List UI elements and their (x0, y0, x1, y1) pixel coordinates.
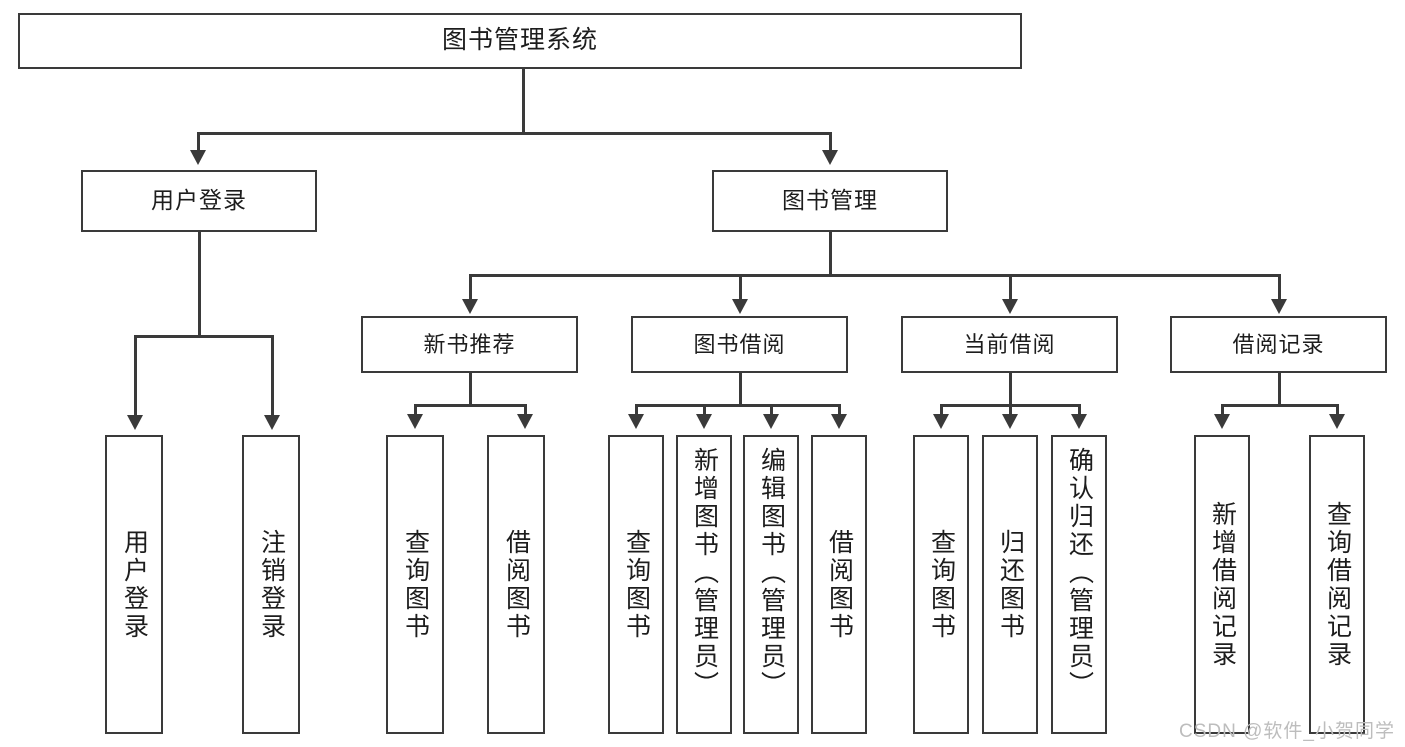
connector-newbook-l1 (414, 404, 417, 416)
leaf-currentborrow-confirm-return[interactable]: 确认归还（管理员） (1051, 435, 1107, 734)
node-label: 借阅图书 (825, 528, 854, 641)
arrow-login-leaf2 (264, 415, 280, 430)
leaf-bookborrow-query-book[interactable]: 查询图书 (608, 435, 664, 734)
arrow-newbook-l2 (517, 414, 533, 429)
leaf-bookborrow-borrow-book[interactable]: 借阅图书 (811, 435, 867, 734)
leaf-newbook-query-book[interactable]: 查询图书 (386, 435, 444, 734)
arrow-bookborrow-l1 (628, 414, 644, 429)
node-current-borrow[interactable]: 当前借阅 (901, 316, 1118, 373)
connector-currentborrow-l3 (1078, 404, 1081, 416)
connector-currentborrow-stem (1009, 373, 1012, 406)
arrow-bookmgr-c4 (1271, 299, 1287, 314)
arrow-bookmgr-c3 (1002, 299, 1018, 314)
connector-newbook-bar (414, 404, 524, 407)
connector-bookmgr-c4 (1278, 274, 1281, 301)
arrow-bookborrow-l2 (696, 414, 712, 429)
connector-bookmgr-c3 (1009, 274, 1012, 301)
leaf-borrowrecord-query-record[interactable]: 查询借阅记录 (1309, 435, 1365, 734)
leaf-borrowrecord-add-record[interactable]: 新增借阅记录 (1194, 435, 1250, 734)
connector-bookborrow-bar (635, 404, 839, 407)
node-user-login[interactable]: 用户登录 (81, 170, 317, 232)
arrow-borrowrecord-l1 (1214, 414, 1230, 429)
node-book-borrow[interactable]: 图书借阅 (631, 316, 848, 373)
node-label: 新书推荐 (423, 331, 516, 357)
connector-bookborrow-l2 (703, 404, 706, 416)
leaf-logout[interactable]: 注销登录 (242, 435, 300, 734)
connector-currentborrow-l1 (940, 404, 943, 416)
arrow-borrowrecord-l2 (1329, 414, 1345, 429)
connector-currentborrow-l2 (1009, 404, 1012, 416)
connector-root-to-bookmgr (829, 132, 832, 152)
node-label: 查询借阅记录 (1323, 500, 1352, 669)
connector-bookborrow-l4 (838, 404, 841, 416)
node-label: 查询图书 (927, 528, 956, 641)
arrow-root-to-bookmgr (822, 150, 838, 165)
node-label: 新增借阅记录 (1208, 500, 1237, 669)
arrow-bookmgr-c1 (462, 299, 478, 314)
node-label: 注销登录 (257, 528, 286, 641)
connector-borrowrecord-bar (1221, 404, 1338, 407)
leaf-user-login[interactable]: 用户登录 (105, 435, 163, 734)
connector-root-to-login (197, 132, 200, 152)
connector-root-bar (197, 132, 831, 135)
leaf-currentborrow-query-book[interactable]: 查询图书 (913, 435, 969, 734)
node-label: 图书管理 (782, 187, 878, 214)
node-book-management[interactable]: 图书管理 (712, 170, 948, 232)
node-label: 确认归还（管理员） (1065, 447, 1094, 699)
node-root-system[interactable]: 图书管理系统 (18, 13, 1022, 69)
connector-bookmgr-stem (829, 232, 832, 276)
leaf-bookborrow-edit-book[interactable]: 编辑图书（管理员） (743, 435, 799, 734)
connector-bookborrow-l3 (770, 404, 773, 416)
arrow-bookborrow-l3 (763, 414, 779, 429)
arrow-currentborrow-l3 (1071, 414, 1087, 429)
node-label: 借阅图书 (502, 528, 531, 641)
leaf-currentborrow-return-book[interactable]: 归还图书 (982, 435, 1038, 734)
node-label: 图书借阅 (693, 331, 786, 357)
node-label: 查询图书 (622, 528, 651, 641)
node-label: 查询图书 (401, 528, 430, 641)
node-label: 编辑图书（管理员） (757, 447, 786, 699)
arrow-currentborrow-l1 (933, 414, 949, 429)
node-label: 新增图书（管理员） (690, 447, 719, 699)
connector-bookborrow-stem (739, 373, 742, 406)
node-label: 用户登录 (120, 528, 149, 641)
connector-bookmgr-c1 (469, 274, 472, 301)
connector-bookmgr-c2 (739, 274, 742, 301)
node-label: 借阅记录 (1232, 331, 1325, 357)
node-borrow-record[interactable]: 借阅记录 (1170, 316, 1387, 373)
arrow-newbook-l1 (407, 414, 423, 429)
connector-newbook-stem (469, 373, 472, 406)
connector-borrowrecord-l2 (1336, 404, 1339, 416)
connector-borrowrecord-l1 (1221, 404, 1224, 416)
connector-borrowrecord-stem (1278, 373, 1281, 406)
arrow-bookborrow-l4 (831, 414, 847, 429)
connector-newbook-l2 (524, 404, 527, 416)
connector-login-leaf1 (134, 335, 137, 417)
node-label: 图书管理系统 (441, 26, 598, 55)
leaf-newbook-borrow-book[interactable]: 借阅图书 (487, 435, 545, 734)
arrow-root-to-login (190, 150, 206, 165)
node-label: 归还图书 (996, 528, 1025, 641)
leaf-bookborrow-add-book[interactable]: 新增图书（管理员） (676, 435, 732, 734)
node-label: 当前借阅 (963, 331, 1056, 357)
connector-root-stem (522, 69, 525, 134)
arrow-currentborrow-l2 (1002, 414, 1018, 429)
connector-login-bar (134, 335, 273, 338)
connector-bookborrow-l1 (635, 404, 638, 416)
node-new-book-recommend[interactable]: 新书推荐 (361, 316, 578, 373)
connector-login-stem (198, 232, 201, 337)
arrow-login-leaf1 (127, 415, 143, 430)
node-label: 用户登录 (151, 187, 247, 214)
connector-bookmgr-bar (469, 274, 1280, 277)
connector-login-leaf2 (271, 335, 274, 417)
arrow-bookmgr-c2 (732, 299, 748, 314)
